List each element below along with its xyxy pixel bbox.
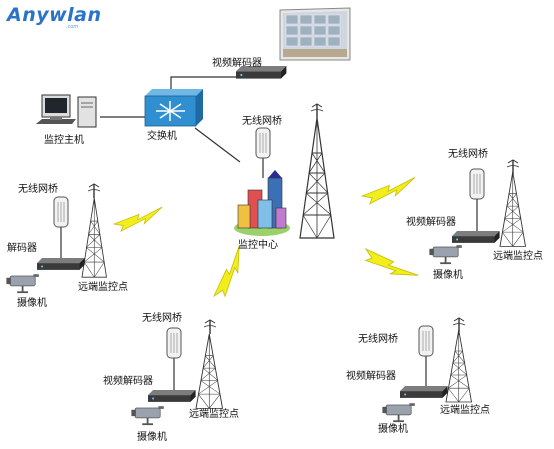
label-bl-remote-point: 远端监控点 — [189, 409, 239, 420]
link-switch-center — [194, 127, 241, 163]
bridge-icon — [53, 196, 69, 228]
lightning-icon — [359, 239, 419, 293]
tower-icon — [195, 333, 223, 409]
label-monitor-host: 监控主机 — [44, 135, 84, 146]
antenna-icon — [506, 159, 520, 175]
label-switch: 交换机 — [147, 131, 177, 142]
antenna-icon — [310, 103, 324, 119]
lightning-icon — [112, 206, 166, 233]
camera-icon — [381, 402, 416, 423]
label-right-bridge: 无线网桥 — [448, 149, 488, 160]
label-left-bridge: 无线网桥 — [18, 184, 58, 195]
decoder-icon — [148, 390, 196, 402]
bridge-icon — [469, 168, 485, 200]
decoder-icon — [37, 258, 85, 270]
camera-icon — [130, 405, 165, 426]
label-left-decoder: 解码器 — [7, 243, 37, 254]
tower-icon — [445, 329, 472, 403]
decoder-icon — [400, 386, 448, 398]
decoder-icon — [452, 231, 500, 243]
bridge-icon — [255, 127, 271, 159]
camera-icon — [5, 273, 40, 294]
lightning-icon — [204, 245, 256, 302]
antenna-icon — [87, 183, 101, 199]
label-br-camera: 摄像机 — [378, 424, 408, 435]
label-bl-camera: 摄像机 — [137, 432, 167, 443]
link-decoder-switch — [170, 76, 245, 92]
tower-icon — [299, 117, 335, 239]
lightning-icon — [360, 177, 419, 206]
logo: Anywlan — [7, 4, 102, 26]
switch-icon — [144, 89, 203, 127]
label-monitor-center: 监控中心 — [238, 240, 278, 251]
antenna-icon — [203, 319, 217, 335]
label-right-camera: 摄像机 — [433, 270, 463, 281]
label-video-decoder-top: 视频解码器 — [212, 58, 262, 69]
camera-icon — [428, 244, 463, 265]
bridge-icon — [418, 325, 434, 357]
tower-icon — [81, 197, 107, 278]
label-br-remote-point: 远端监控点 — [440, 405, 490, 416]
bridge-icon — [166, 327, 182, 359]
label-right-remote-point: 远端监控点 — [493, 251, 543, 262]
label-bl-decoder: 视频解码器 — [103, 376, 153, 387]
label-right-decoder: 视频解码器 — [406, 217, 456, 228]
label-bridge-center: 无线网桥 — [242, 116, 282, 127]
logo-subtext: .com — [66, 24, 79, 30]
label-left-camera: 摄像机 — [17, 298, 47, 309]
tower-icon — [499, 171, 526, 247]
label-br-bridge: 无线网桥 — [358, 334, 398, 345]
building-icon — [234, 170, 290, 236]
label-br-decoder: 视频解码器 — [346, 371, 396, 382]
computer-icon — [36, 94, 97, 128]
connection-lines — [60, 76, 478, 392]
video-wall-icon — [279, 7, 351, 61]
label-left-remote-point: 远端监控点 — [78, 282, 128, 293]
antenna-icon — [452, 317, 466, 333]
label-bl-bridge: 无线网桥 — [142, 313, 182, 324]
